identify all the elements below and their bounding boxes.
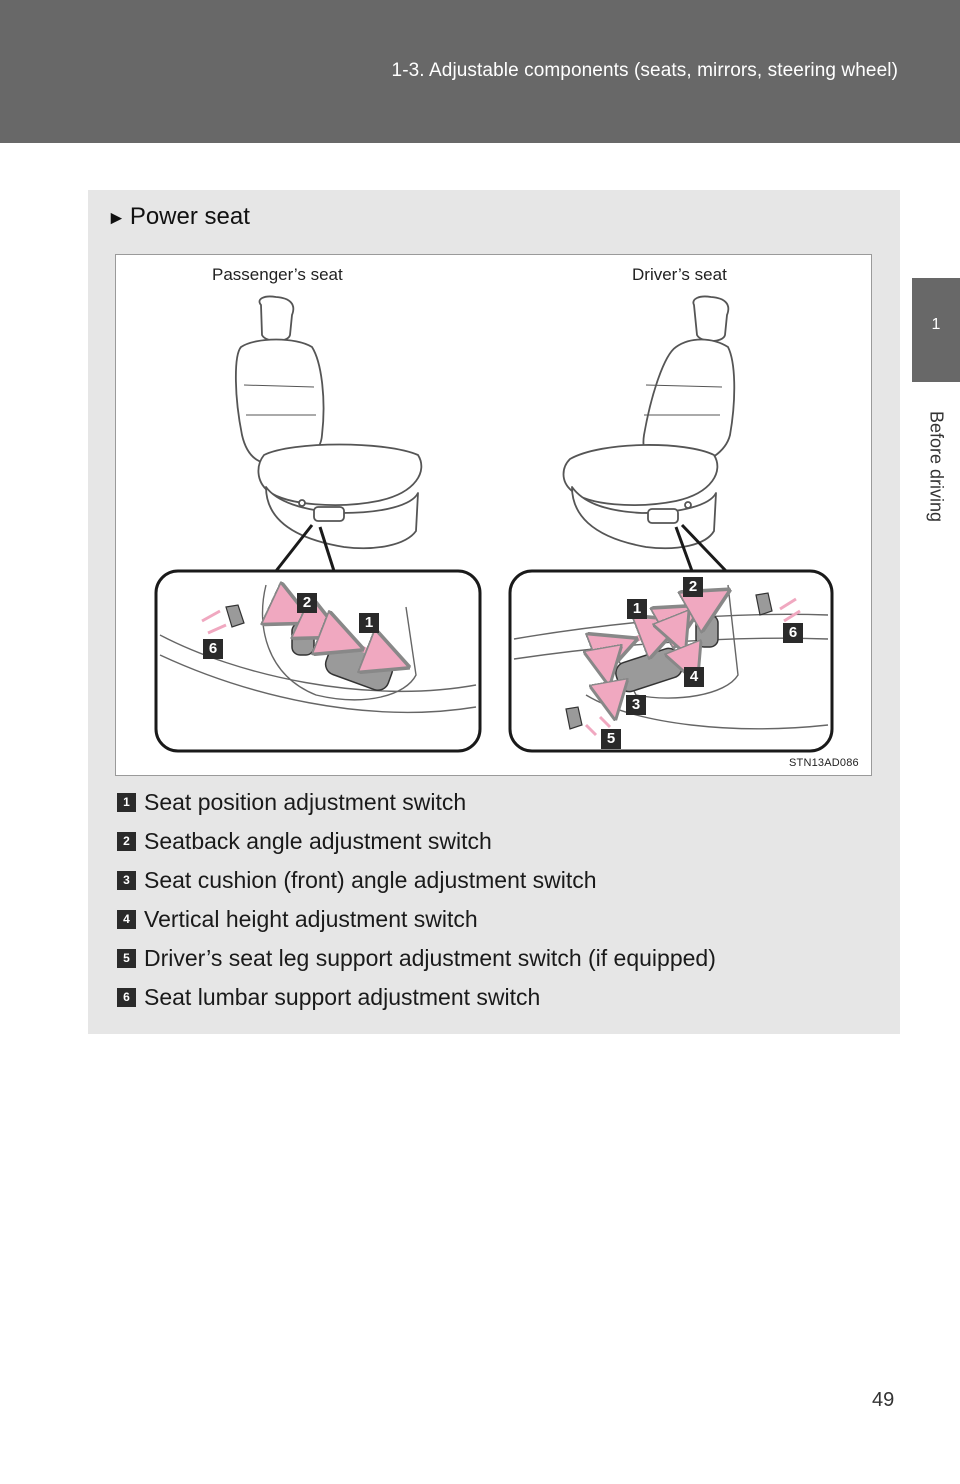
callout-5: 5 xyxy=(601,729,621,749)
section-title: ►Power seat xyxy=(107,203,250,231)
legend-item: 3 Seat cushion (front) angle adjustment … xyxy=(117,861,716,900)
driver-seat-drawing xyxy=(562,295,736,550)
legend-item: 5 Driver’s seat leg support adjustment s… xyxy=(117,939,716,978)
legend-item: 1 Seat position adjustment switch xyxy=(117,783,716,822)
legend-number-badge: 1 xyxy=(117,793,136,812)
legend-text: Seat cushion (front) angle adjustment sw… xyxy=(144,867,597,893)
chapter-side-label: Before driving xyxy=(912,382,960,552)
legend-item: 4 Vertical height adjustment switch xyxy=(117,900,716,939)
legend-number-badge: 4 xyxy=(117,910,136,929)
callout-1: 1 xyxy=(359,613,379,633)
callout-2: 2 xyxy=(297,593,317,613)
section-title-text: Power seat xyxy=(129,203,250,230)
passenger-zoom-box xyxy=(154,569,482,753)
seat-illustration xyxy=(154,295,834,753)
callout-1: 1 xyxy=(627,599,647,619)
chapter-number: 1 xyxy=(931,316,941,333)
callout-6: 6 xyxy=(203,639,223,659)
legend-text: Seat position adjustment switch xyxy=(144,789,467,815)
chapter-tab: 1 xyxy=(912,278,960,382)
page-number: 49 xyxy=(872,1389,895,1411)
legend-item: 6 Seat lumbar support adjustment switch xyxy=(117,978,716,1017)
callout-4: 4 xyxy=(684,667,704,687)
driver-seat-label: Driver’s seat xyxy=(632,265,727,284)
legend-number-badge: 6 xyxy=(117,988,136,1007)
legend-number-badge: 3 xyxy=(117,871,136,890)
page-header: 1-3. Adjustable components (seats, mirro… xyxy=(0,0,960,143)
chapter-side-label-text: Before driving xyxy=(926,411,947,523)
legend-number-badge: 5 xyxy=(117,949,136,968)
figure-code: STN13AD086 xyxy=(789,757,859,769)
legend-number-badge: 2 xyxy=(117,832,136,851)
seat-figure: Passenger’s seat Driver’s seat STN13AD08… xyxy=(115,254,872,776)
passenger-seat-label: Passenger’s seat xyxy=(212,265,343,284)
callout-3: 3 xyxy=(626,695,646,715)
chapter-title: 1-3. Adjustable components (seats, mirro… xyxy=(391,60,898,81)
passenger-switch-detail xyxy=(159,585,477,714)
zoom-leader-lines xyxy=(274,523,728,573)
triangle-bullet-icon: ► xyxy=(107,208,126,229)
legend-text: Seatback angle adjustment switch xyxy=(144,828,492,854)
legend-text: Vertical height adjustment switch xyxy=(144,906,478,932)
legend-text: Driver’s seat leg support adjustment swi… xyxy=(144,945,716,971)
passenger-seat-drawing xyxy=(234,295,423,550)
callout-2: 2 xyxy=(683,577,703,597)
legend-item: 2 Seatback angle adjustment switch xyxy=(117,822,716,861)
legend-text: Seat lumbar support adjustment switch xyxy=(144,984,541,1010)
legend-list: 1 Seat position adjustment switch 2 Seat… xyxy=(117,783,716,1017)
callout-6: 6 xyxy=(783,623,803,643)
